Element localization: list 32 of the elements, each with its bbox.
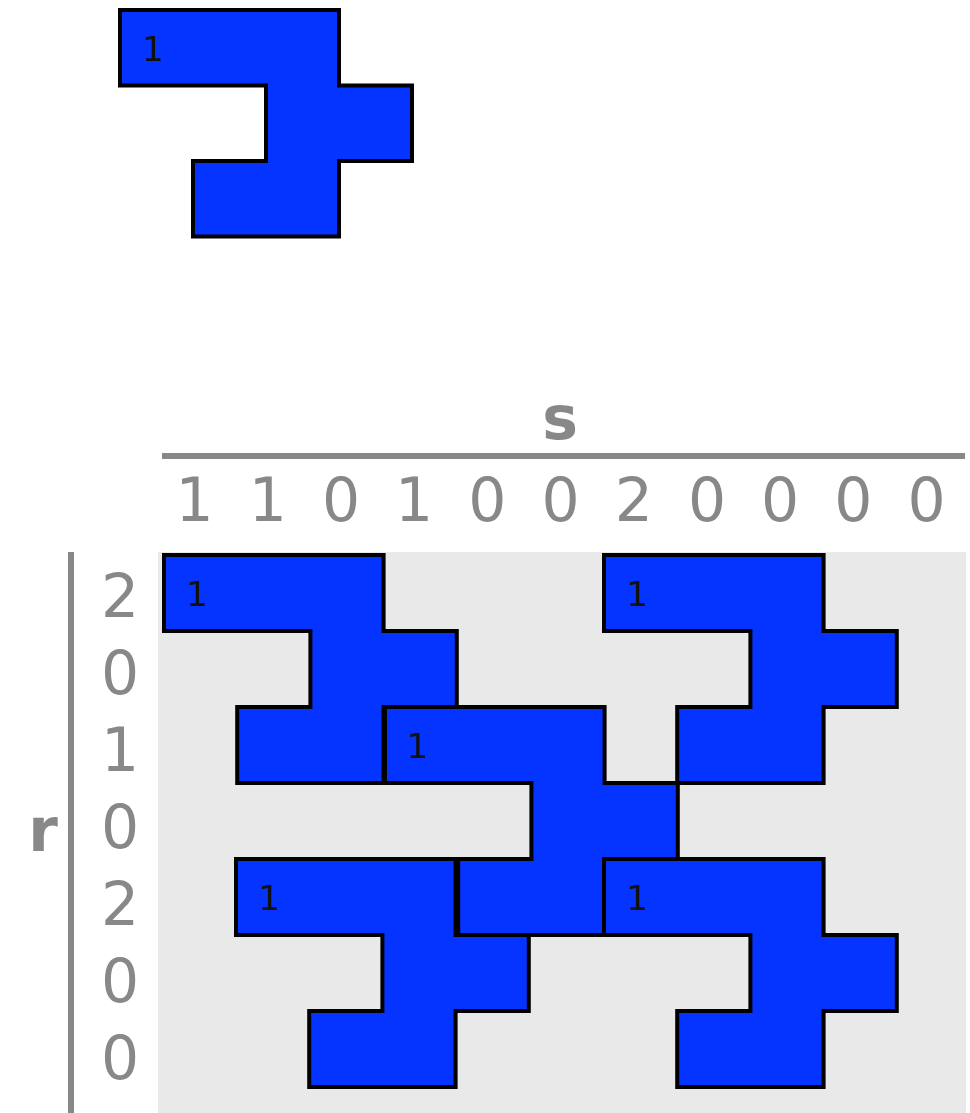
puzzle-piece [164,555,457,783]
piece-number: 1 [142,32,164,66]
column-count: 1 [247,470,288,530]
piece-number: 1 [406,729,429,763]
column-count: 0 [467,470,508,530]
row-count: 0 [99,797,141,857]
row-count: 0 [99,1028,141,1088]
column-count: 0 [833,470,874,530]
puzzle-piece [384,707,678,935]
row-count: 2 [99,566,141,626]
column-count: 2 [613,470,654,530]
puzzle-piece [120,10,412,237]
puzzle-piece [236,859,529,1087]
row-count: 1 [99,720,141,780]
column-count: 0 [686,470,728,530]
column-count: 0 [906,470,947,530]
row-count: 2 [99,874,141,934]
piece-number: 1 [258,881,280,915]
column-count: 1 [174,470,215,530]
puzzle-piece [604,555,897,783]
row-count: 0 [99,951,141,1011]
piece-number: 1 [186,577,208,611]
piece-number: 1 [626,577,648,611]
axis-letter: s [541,388,579,448]
axis-letter: r [27,800,59,860]
column-count: 0 [320,470,362,530]
row-count: 0 [99,643,141,703]
column-count: 0 [540,470,581,530]
puzzle-piece [604,859,897,1087]
column-count: 1 [394,470,435,530]
piece-number: 1 [626,881,648,915]
column-count: 0 [760,470,801,530]
